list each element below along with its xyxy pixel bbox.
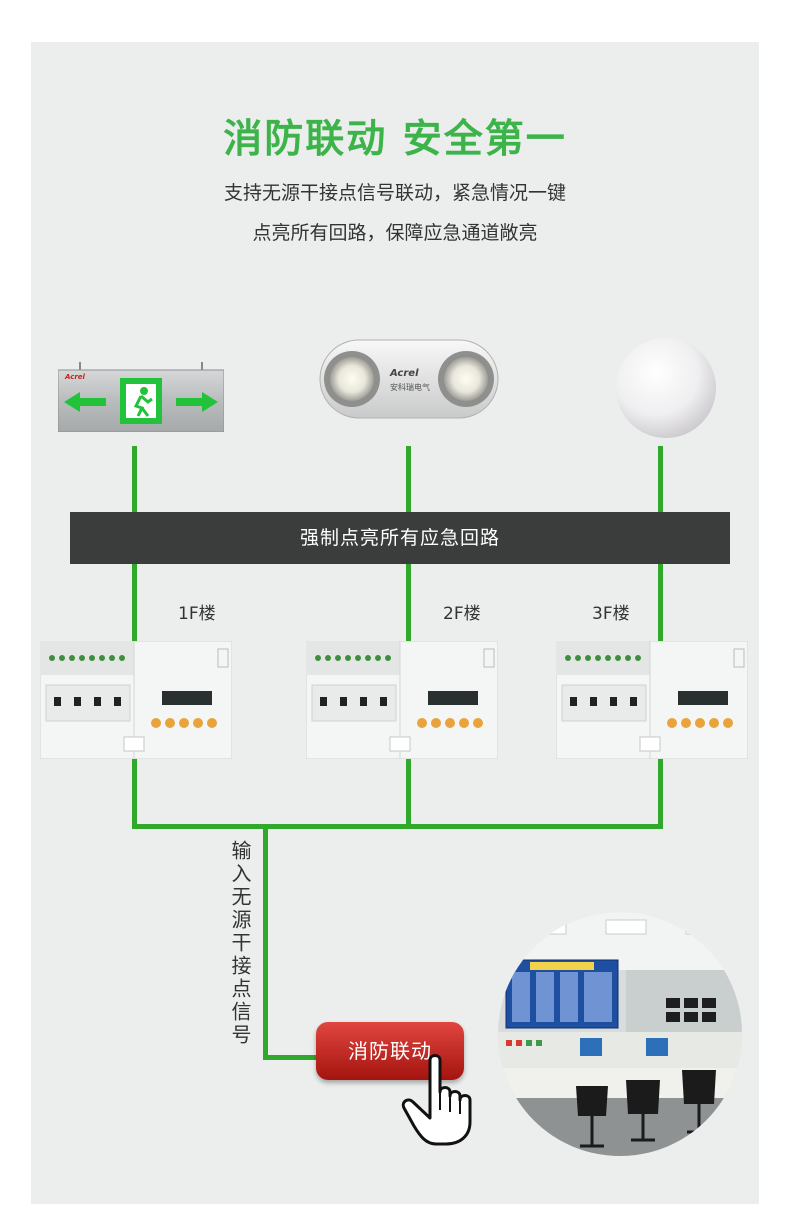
line-emergency-light-drop: [406, 446, 411, 512]
line-3f-up: [658, 564, 663, 644]
ceiling-light: [614, 336, 718, 440]
line-exit-sign-drop: [132, 446, 137, 512]
emergency-light-brand: Acrel: [390, 368, 419, 379]
subtitle-line-2: 点亮所有回路，保障应急通道敞亮: [252, 222, 538, 244]
hand-pointer-icon: [400, 1052, 482, 1148]
floor-label-2f: 2F楼: [443, 604, 481, 624]
controller-module-1f: [39, 640, 233, 760]
line-3f-down: [658, 755, 663, 828]
line-bus-horizontal: [132, 824, 663, 829]
floor-label-1f: 1F楼: [178, 604, 216, 624]
force-light-banner: 强制点亮所有应急回路: [70, 512, 730, 564]
exit-sign: Acrel: [57, 362, 225, 433]
page-title: 消防联动 安全第一: [223, 117, 567, 162]
controller-module-3f: [555, 640, 749, 760]
line-ceiling-light-drop: [658, 446, 663, 512]
line-2f-down: [406, 755, 411, 828]
emergency-light-brand-cn: 安科瑞电气: [390, 383, 430, 392]
emergency-light: Acrel 安科瑞电气: [318, 336, 500, 426]
exit-sign-brand: Acrel: [65, 373, 85, 381]
controller-module-2f: [305, 640, 499, 760]
line-1f-up: [132, 564, 137, 644]
subtitle-line-1: 支持无源干接点信号联动，紧急情况一键: [223, 182, 566, 204]
input-signal-label: 输入无源干接点信号: [228, 840, 252, 1047]
line-input-to-button: [263, 1055, 319, 1060]
control-room-photo: [496, 910, 744, 1158]
line-1f-down: [132, 755, 137, 828]
line-2f-up: [406, 564, 411, 644]
line-input-vertical: [263, 824, 268, 1060]
floor-label-3f: 3F楼: [592, 604, 630, 624]
